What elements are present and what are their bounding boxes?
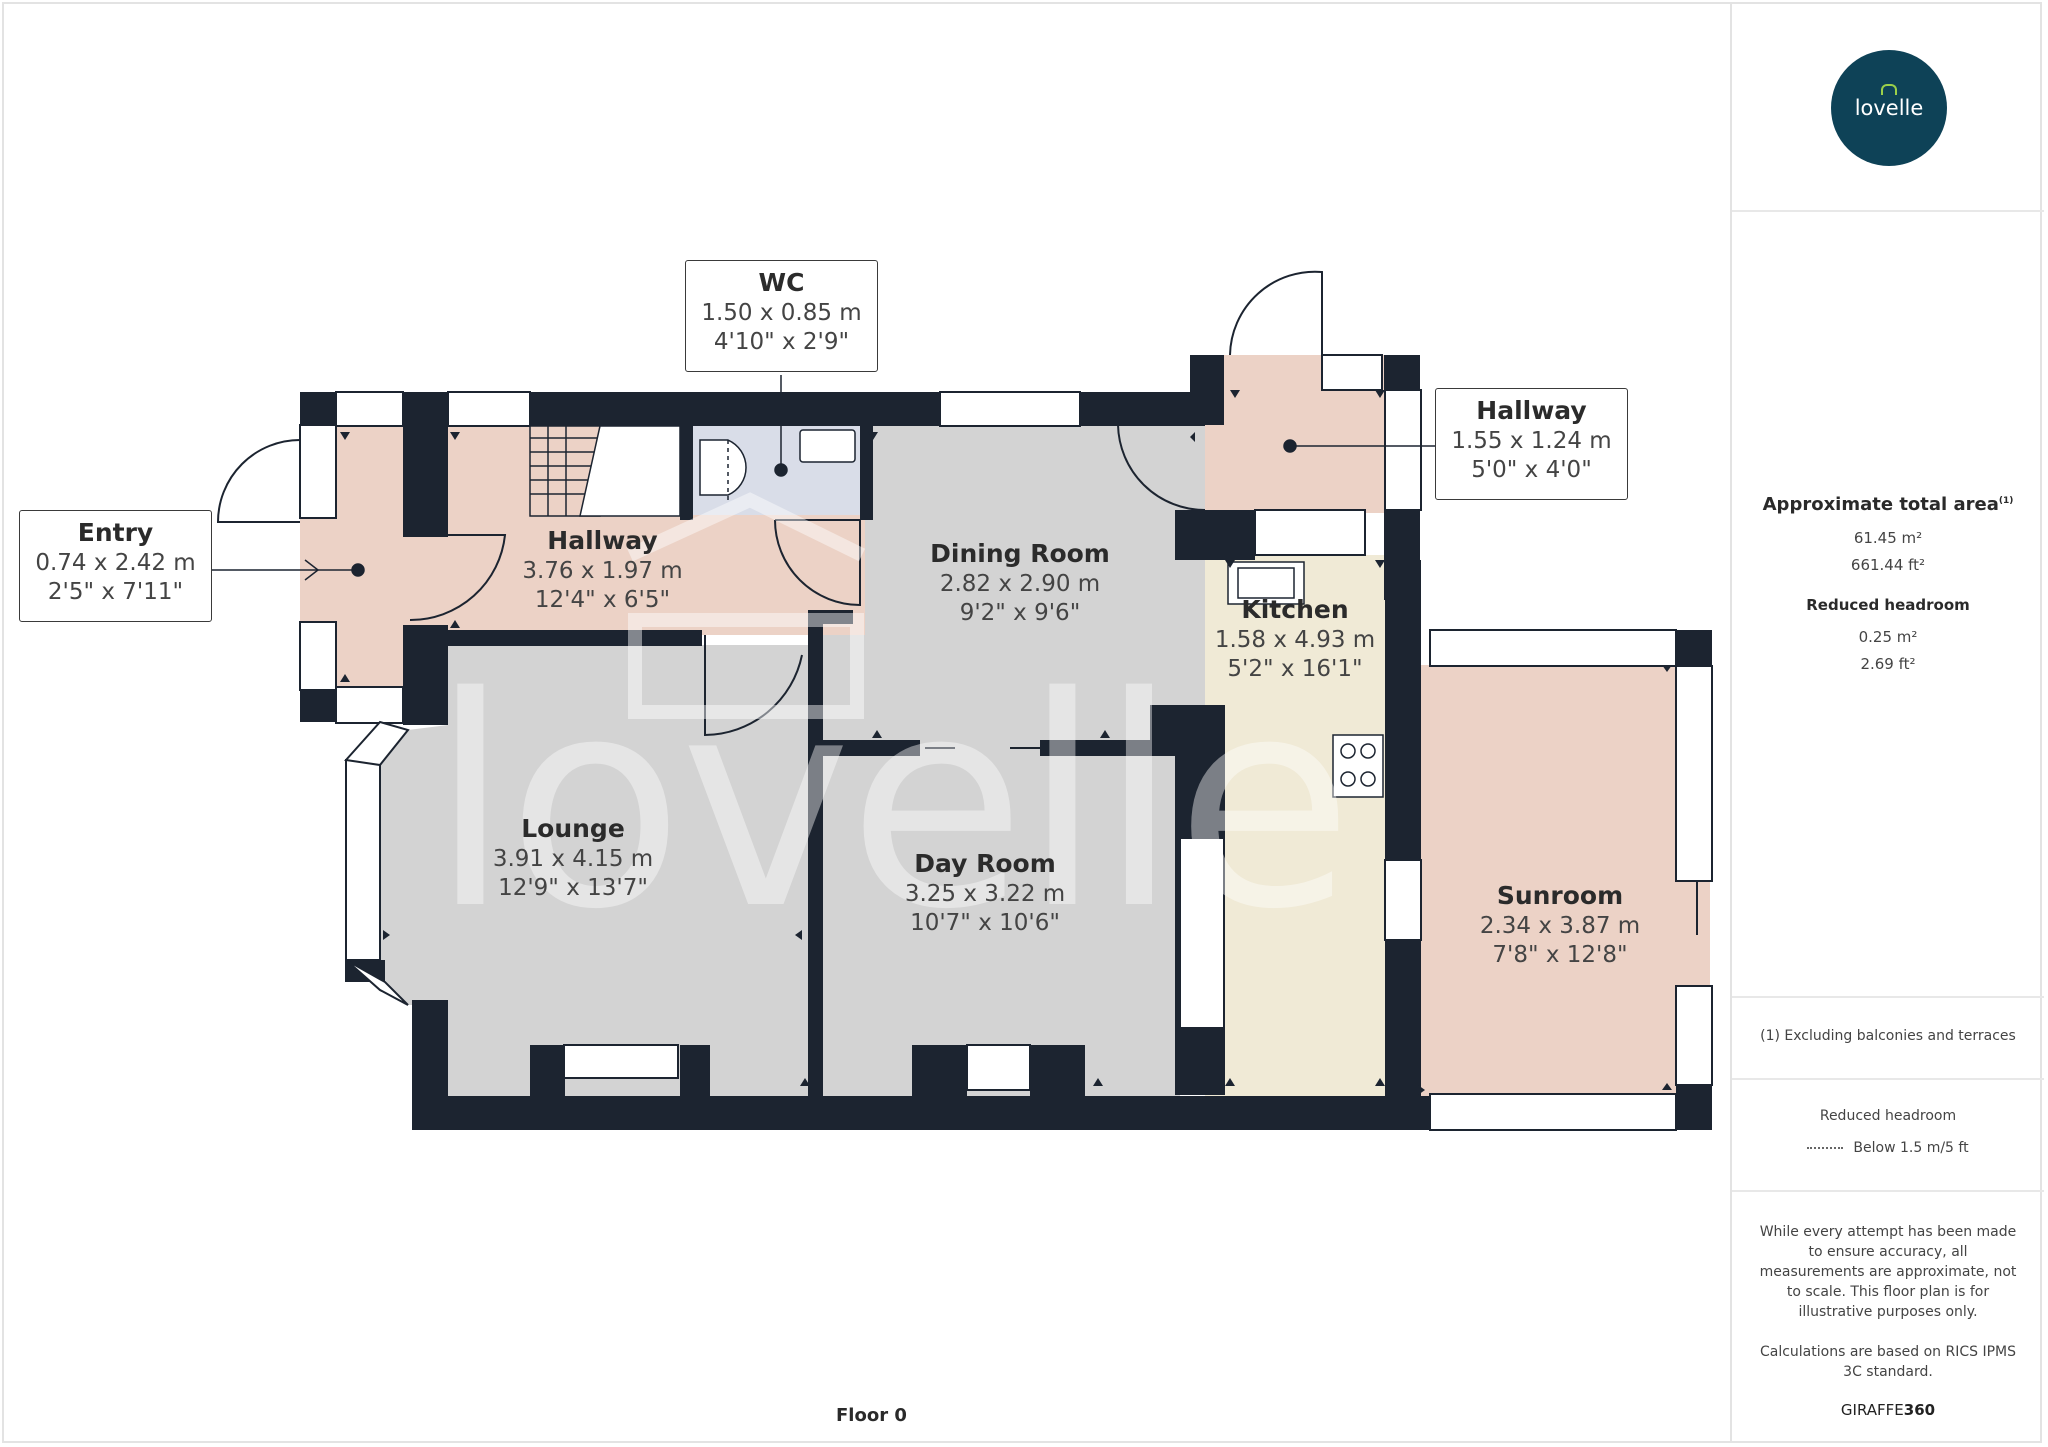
windows: [299, 354, 1713, 1131]
room-name: Sunroom: [1496, 881, 1624, 910]
room-metric: 1.55 x 1.24 m: [1451, 428, 1612, 454]
floor-sunroom: [1410, 665, 1710, 1096]
room-imperial: 9'2" x 9'6": [959, 600, 1081, 626]
area-m2: 61.45 m²: [1853, 529, 1923, 547]
calc-note: Calculations are based on RICS IPMS 3C s…: [1759, 1344, 2017, 1380]
floor-dining-lower: [820, 635, 865, 755]
label-dining: Dining Room 2.82 x 2.90 m 9'2" x 9'6": [900, 538, 1140, 628]
stairs: [529, 425, 681, 517]
label-entry: Entry 0.74 x 2.42 m 2'5" x 7'11": [19, 510, 212, 622]
room-metric: 0.74 x 2.42 m: [35, 550, 196, 576]
label-lounge: Lounge 3.91 x 4.15 m 12'9" x 13'7": [468, 813, 678, 903]
room-metric: 2.82 x 2.90 m: [939, 571, 1101, 597]
floor-kitchen: [1205, 555, 1385, 1096]
kitchen-fixtures: [1227, 561, 1384, 798]
room-metric: 3.25 x 3.22 m: [904, 881, 1066, 907]
label-pointers: [210, 375, 1435, 581]
label-kitchen: Kitchen 1.58 x 4.93 m 5'2" x 16'1": [1200, 594, 1390, 684]
floor-label: Floor 0: [836, 1405, 907, 1426]
footnote-section: (1) Excluding balconies and terraces: [1732, 998, 2044, 1080]
label-sunroom: Sunroom 2.34 x 3.87 m 7'8" x 12'8": [1455, 880, 1665, 970]
label-wc: WC 1.50 x 0.85 m 4'10" x 2'9": [685, 260, 878, 372]
room-metric: 1.50 x 0.85 m: [701, 300, 862, 326]
room-metric: 3.91 x 4.15 m: [492, 846, 654, 872]
room-metric: 1.58 x 4.93 m: [1214, 627, 1376, 653]
legend-section: Reduced headroom Below 1.5 m/5 ft: [1732, 1080, 2044, 1192]
room-name: Lounge: [521, 814, 625, 843]
room-imperial: 5'0" x 4'0": [1471, 457, 1592, 483]
watermark-text: lovelle: [430, 636, 1354, 973]
disclaimer-section: While every attempt has been made to ens…: [1732, 1192, 2044, 1443]
room-name: WC: [758, 268, 805, 297]
legend-title: Reduced headroom: [1819, 1108, 1957, 1124]
room-imperial: 2'5" x 7'11": [47, 579, 184, 605]
credit: GIRAFFE360: [1840, 1401, 1936, 1419]
dimension-ticks: [340, 390, 1672, 1095]
logo-section: lovelle: [1732, 2, 2044, 212]
room-imperial: 10'7" x 10'6": [910, 910, 1060, 936]
room-imperial: 5'2" x 16'1": [1227, 656, 1363, 682]
wc-fixtures: [699, 429, 856, 500]
area-section: Approximate total area(1) 61.45 m² 661.4…: [1732, 212, 2044, 998]
reduced-ft2: 2.69 ft²: [1860, 655, 1916, 673]
room-imperial: 12'4" x 6'5": [534, 587, 671, 613]
floor-plan: [210, 270, 1713, 1131]
room-name: Entry: [77, 518, 154, 547]
area-title: Approximate total area(1): [1762, 494, 2014, 515]
reduced-m2: 0.25 m²: [1858, 628, 1918, 646]
room-metric: 3.76 x 1.97 m: [522, 558, 683, 584]
area-ft2: 661.44 ft²: [1850, 556, 1926, 574]
room-name: Kitchen: [1241, 595, 1349, 624]
floor-fills: [300, 355, 1710, 1096]
footnote: (1) Excluding balconies and terraces: [1760, 1028, 2016, 1044]
legend-text: Below 1.5 m/5 ft: [1853, 1140, 1969, 1156]
legend-row: Below 1.5 m/5 ft: [1732, 1138, 2044, 1158]
disclaimer: While every attempt has been made to ens…: [1759, 1224, 2017, 1320]
area-note-mark: (1): [1998, 496, 2014, 506]
info-sidebar: lovelle Approximate total area(1) 61.45 …: [1730, 2, 2044, 1443]
floor-dining: [865, 425, 1205, 755]
house-icon: [1881, 84, 1897, 95]
floor-dayroom: [820, 755, 1180, 1096]
label-dayroom: Day Room 3.25 x 3.22 m 10'7" x 10'6": [880, 848, 1090, 938]
label-hallway2: Hallway 1.55 x 1.24 m 5'0" x 4'0": [1435, 388, 1628, 500]
room-imperial: 7'8" x 12'8": [1492, 942, 1628, 968]
room-name: Day Room: [914, 849, 1056, 878]
doors: [216, 270, 1698, 1010]
room-name: Hallway: [1476, 396, 1587, 425]
brand-logo: lovelle: [1831, 50, 1947, 166]
room-name: Dining Room: [930, 539, 1110, 568]
room-imperial: 4'10" x 2'9": [713, 329, 850, 355]
dotted-line-icon: [1807, 1147, 1844, 1149]
brand-name: lovelle: [1854, 96, 1924, 120]
room-name: Hallway: [547, 526, 658, 555]
room-imperial: 12'9" x 13'7": [498, 875, 648, 901]
reduced-title: Reduced headroom: [1806, 596, 1970, 614]
watermark-house: [627, 492, 866, 719]
label-hallway: Hallway 3.76 x 1.97 m 12'4" x 6'5": [500, 525, 705, 615]
room-metric: 2.34 x 3.87 m: [1479, 913, 1641, 939]
floor-lounge: [380, 645, 808, 1096]
